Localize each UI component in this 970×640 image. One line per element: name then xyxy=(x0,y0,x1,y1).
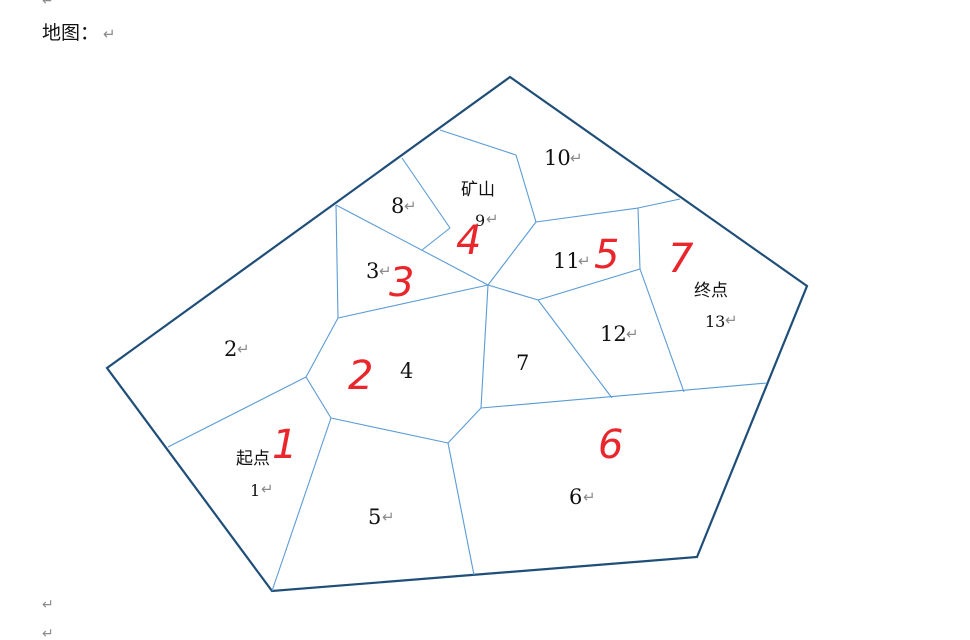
map-heading: 地图：↵ xyxy=(42,18,116,45)
paragraph-mark-icon: ↵ xyxy=(237,340,250,358)
cell-9: 矿山 9 ↵ xyxy=(461,180,499,230)
cell-number: 7 xyxy=(516,351,529,375)
cell-label: 终点 xyxy=(694,281,728,301)
cell-1: 起点 1 ↵ xyxy=(236,449,274,500)
cell-3: 3 ↵ xyxy=(366,259,392,283)
cell-number: 5 xyxy=(368,505,381,529)
paragraph-mark-icon: ↵ xyxy=(261,480,274,498)
cell-number: 4 xyxy=(400,359,413,383)
cell-10: 10 ↵ xyxy=(544,146,583,170)
paragraph-mark-icon: ↵ xyxy=(626,325,639,343)
route-step-4: 4 xyxy=(456,218,481,264)
cell-label: 矿山 xyxy=(461,180,495,200)
route-step-3: 3 xyxy=(389,260,414,306)
paragraph-mark-icon: ↵ xyxy=(379,262,392,280)
paragraph-mark-icon: ↵ xyxy=(42,597,54,613)
cell-number: 9 xyxy=(475,211,485,230)
paragraph-mark-icon: ↵ xyxy=(570,149,583,167)
cell-edges xyxy=(167,129,768,592)
cell-number: 11 xyxy=(553,249,580,273)
paragraph-mark-icon: ↵ xyxy=(382,508,395,526)
cell-12: 12 ↵ xyxy=(600,322,639,346)
paragraph-mark-icon: ↵ xyxy=(583,488,596,506)
route-step-5: 5 xyxy=(594,232,619,278)
cell-7: 7 xyxy=(516,351,529,375)
paragraph-mark-icon: ↵ xyxy=(42,0,54,9)
heading-text: 地图： xyxy=(42,22,100,44)
cell-11: 11 ↵ xyxy=(553,249,591,273)
cell-number: 12 xyxy=(600,322,627,346)
route-step-2: 2 xyxy=(348,353,373,399)
cell-label: 起点 xyxy=(236,449,270,469)
cell-number: 8 xyxy=(391,194,404,218)
cell-number: 1 xyxy=(250,481,260,500)
route-annotations: 1 2 3 4 5 6 7 xyxy=(272,218,694,468)
cell-number: 6 xyxy=(569,485,582,509)
paragraph-mark-icon: ↵ xyxy=(103,25,116,43)
cell-13: 终点 13 ↵ xyxy=(694,281,738,331)
route-step-1: 1 xyxy=(272,422,297,468)
cell-number: 13 xyxy=(705,312,725,331)
route-step-7: 7 xyxy=(668,236,694,282)
paragraph-mark-icon: ↵ xyxy=(404,197,417,215)
map-outline xyxy=(105,75,809,593)
route-step-6: 6 xyxy=(598,422,623,468)
paragraph-mark-icon: ↵ xyxy=(578,252,591,270)
paragraph-mark-icon: ↵ xyxy=(725,311,738,329)
cell-2: 2 ↵ xyxy=(224,337,250,361)
cell-4: 4 xyxy=(400,359,413,383)
paragraph-mark-icon: ↵ xyxy=(486,210,499,228)
paragraph-mark-icon: ↵ xyxy=(42,626,54,640)
cell-6: 6 ↵ xyxy=(569,485,596,509)
cell-8: 8 ↵ xyxy=(391,194,417,218)
cell-number: 3 xyxy=(366,259,379,283)
cell-number: 10 xyxy=(544,146,571,170)
cell-5: 5 ↵ xyxy=(368,505,395,529)
cell-number: 2 xyxy=(224,337,237,361)
